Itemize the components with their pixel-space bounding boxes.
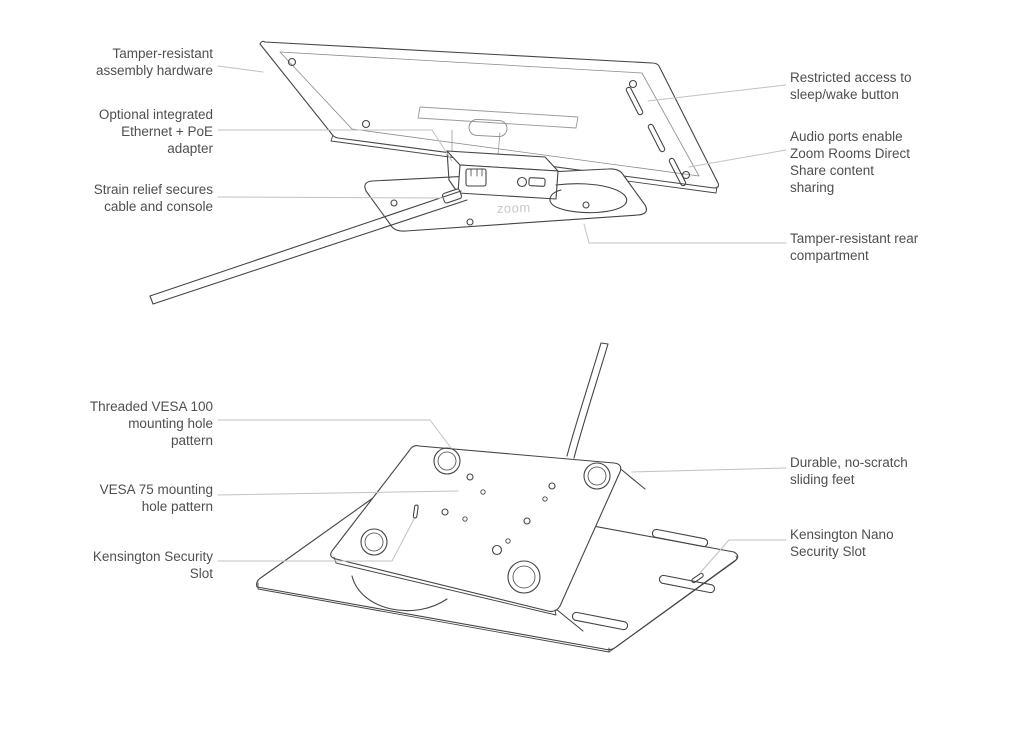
stand-base-plate-edge	[257, 555, 738, 653]
ethernet-jack	[465, 168, 487, 187]
label-audio-ports: Audio ports enable Zoom Rooms Direct Sha…	[790, 129, 911, 195]
power-connector-barrel	[528, 177, 546, 187]
label-sliding-feet: Durable, no-scratch sliding feet	[790, 455, 908, 487]
leader-vesa-75	[217, 490, 459, 496]
ethernet-poe-adapter-front	[457, 164, 559, 200]
label-vesa-100: Threaded VESA 100 mounting hole pattern	[89, 399, 213, 448]
zoom-logo: zoom	[497, 200, 531, 216]
base-slot	[651, 528, 709, 548]
label-tamper-assembly-hardware: Tamper-resistant assembly hardware	[95, 46, 213, 78]
assembly-screw	[681, 170, 691, 180]
sliding-foot	[583, 462, 611, 490]
label-rear-compartment: Tamper-resistant rear compartment	[790, 231, 919, 263]
wedge-edge	[555, 465, 646, 632]
assembly-screw	[287, 57, 297, 67]
leader-rear-compartment	[583, 223, 787, 244]
audio-port-slot	[668, 157, 687, 187]
audio-port-slot	[647, 123, 666, 153]
base-slot	[658, 574, 716, 594]
leader-strain-relief	[217, 196, 445, 199]
screen-back-panel	[259, 40, 720, 189]
ethernet-jack-pins	[470, 168, 483, 177]
kensington-nano-slot	[691, 572, 704, 584]
label-strain-relief: Strain relief secures cable and console	[93, 182, 213, 214]
assembly-screw	[361, 119, 371, 129]
handle-cutout	[468, 118, 508, 138]
vesa-plate-edge	[333, 556, 557, 616]
mount-bracket-lines	[451, 129, 501, 156]
label-sleep-wake-button: Restricted access to sleep/wake button	[790, 70, 912, 102]
assembly-screw	[628, 79, 638, 89]
sleep-wake-button-slot	[625, 86, 644, 116]
vesa-mount-plate	[330, 445, 622, 612]
sliding-foot	[433, 447, 461, 475]
cable-loop	[351, 575, 448, 612]
leader-audio-ports	[688, 149, 787, 168]
console-cable	[149, 190, 468, 305]
ethernet-poe-adapter-side	[446, 150, 459, 194]
screen-inner-bezel	[279, 51, 700, 177]
plate-screw	[582, 201, 590, 209]
leader-lines	[217, 65, 787, 574]
kensington-security-slot	[412, 504, 419, 519]
center-hole	[491, 544, 503, 556]
vesa-100-holes	[441, 473, 556, 525]
power-connector	[516, 176, 528, 188]
label-ethernet-poe-adapter: Optional integrated Ethernet + PoE adapt…	[98, 107, 213, 156]
coiled-cable	[549, 183, 628, 214]
sliding-foot	[360, 528, 388, 556]
console-rear-illustration: zoom	[149, 40, 720, 305]
vesa-75-holes	[462, 489, 548, 544]
leader-vesa-100	[217, 419, 452, 449]
label-kensington-security-slot: Kensington Security Slot	[92, 549, 213, 581]
leader-tamper-assembly	[217, 65, 264, 73]
plate-screw	[390, 199, 398, 207]
leader-kensington-nano	[699, 539, 787, 574]
base-slot	[571, 611, 629, 631]
leader-sleep-wake	[647, 84, 787, 102]
leader-ethernet-adapter	[217, 129, 453, 162]
leader-kensington-slot	[217, 518, 415, 562]
plate-screw	[466, 218, 474, 226]
label-kensington-nano-slot: Kensington Nano Security Slot	[790, 527, 894, 559]
rear-compartment-plate	[364, 168, 647, 232]
stand-underside-illustration	[256, 342, 739, 653]
leader-sliding-feet	[631, 467, 787, 473]
label-vesa-75: VESA 75 mounting hole pattern	[99, 482, 213, 514]
stand-cable	[566, 342, 609, 459]
mount-rail	[417, 106, 579, 129]
sliding-foot	[507, 560, 541, 594]
